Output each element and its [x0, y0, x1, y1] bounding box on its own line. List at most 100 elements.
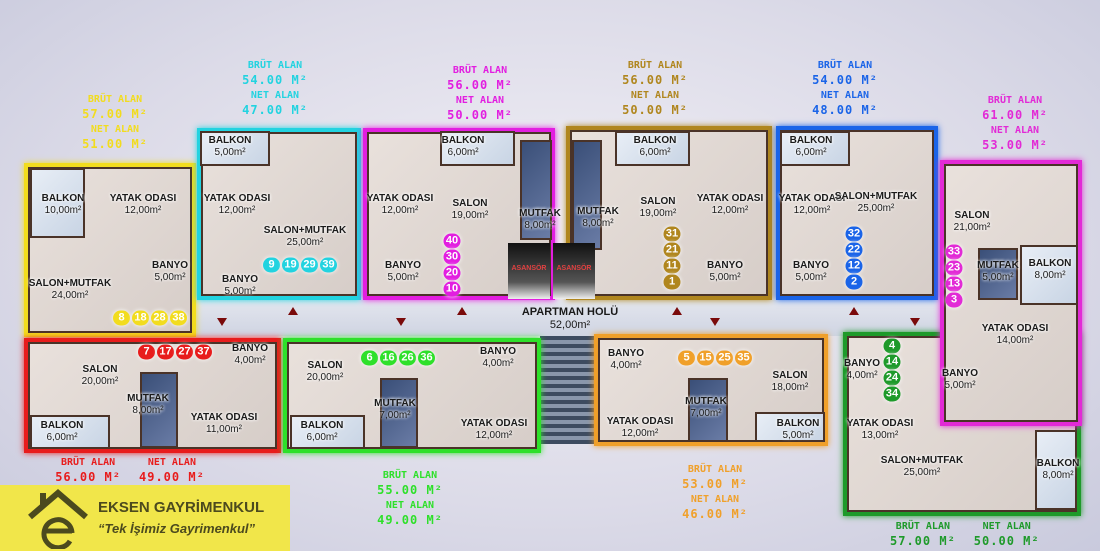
- gross-label: BRÜT ALAN: [87, 94, 143, 105]
- room-area: 20,00m²: [306, 372, 344, 383]
- room-name: YATAK ODASI: [203, 193, 271, 204]
- net-area: 50.00 M²: [973, 534, 1040, 548]
- room-area: 25,00m²: [857, 203, 895, 214]
- unit-number-badge[interactable]: 17: [157, 344, 174, 360]
- unit-number-badge[interactable]: 31: [663, 226, 681, 242]
- unit-number-badge[interactable]: 11: [663, 258, 681, 274]
- room-name: SALON: [772, 370, 808, 381]
- unit-number-badge[interactable]: 4: [883, 338, 901, 354]
- elevator-1: ASANSÖR: [508, 243, 550, 299]
- unit-number-badge[interactable]: 20: [443, 265, 461, 281]
- gross-area: 55.00 M²: [377, 483, 443, 497]
- gross-area: 57.00 M²: [82, 107, 148, 121]
- unit-number-badge[interactable]: 3: [945, 292, 963, 308]
- unit-number-badge[interactable]: 9: [263, 257, 280, 273]
- room-area-balk: [440, 131, 515, 166]
- room-name: SALON+MUTFAK: [880, 455, 964, 466]
- unit-number-badge[interactable]: 8: [113, 310, 130, 326]
- unit-number-badge[interactable]: 39: [320, 257, 337, 273]
- room-name: YATAK ODASI: [109, 193, 177, 204]
- room-area-kit: [520, 140, 552, 240]
- company-slogan: “Tek İşimiz Gayrimenkul”: [98, 521, 256, 536]
- unit-number-badge[interactable]: 28: [151, 310, 168, 326]
- entrance-arrow-icon: [910, 318, 920, 326]
- room-area: 6,00m²: [306, 432, 338, 443]
- unit-number-badge[interactable]: 23: [945, 260, 963, 276]
- room-name: BALKON: [300, 420, 344, 431]
- unit-number-badge[interactable]: 27: [176, 344, 193, 360]
- unit-number-badge[interactable]: 40: [443, 233, 461, 249]
- unit-number-badge[interactable]: 16: [380, 350, 397, 366]
- unit-number-badge[interactable]: 29: [301, 257, 318, 273]
- room-name: YATAK ODASI: [846, 418, 914, 429]
- room-name: SALON: [307, 360, 343, 371]
- unit-number-badge[interactable]: 13: [945, 276, 963, 292]
- room-area-balk: [780, 131, 850, 166]
- room-name: BANYO: [706, 260, 744, 271]
- unit-number-badge[interactable]: 35: [735, 350, 752, 366]
- unit-number-badge[interactable]: 34: [883, 386, 901, 402]
- unit-number-badge[interactable]: 1: [663, 274, 681, 290]
- room-area: 25,00m²: [903, 467, 941, 478]
- net-label: NET ALAN: [385, 500, 435, 511]
- net-label: NET ALAN: [90, 124, 140, 135]
- gross-area: 54.00 M²: [812, 73, 878, 87]
- unit-number-badge[interactable]: 10: [443, 281, 461, 297]
- unit-number-badge[interactable]: 21: [663, 242, 681, 258]
- room-area-kit: [978, 248, 1018, 300]
- unit-number-badge[interactable]: 33: [945, 244, 963, 260]
- room-area: 8,00m²: [1042, 470, 1074, 481]
- unit-number-badge[interactable]: 36: [418, 350, 435, 366]
- unit-number-badge[interactable]: 14: [883, 354, 901, 370]
- room-area-balk: [200, 131, 270, 166]
- gross-area: 61.00 M²: [982, 108, 1048, 122]
- room-name: BALKON: [789, 135, 833, 146]
- unit-number-badge[interactable]: 22: [845, 242, 863, 258]
- room-name: BANYO: [792, 260, 830, 271]
- room-name: MUTFAK: [685, 396, 727, 407]
- unit-number-badge[interactable]: 18: [132, 310, 149, 326]
- room-name: SALON: [954, 210, 990, 221]
- net-label: NET ALAN: [990, 125, 1040, 136]
- unit-number-badge[interactable]: 25: [716, 350, 733, 366]
- unit-number-badge[interactable]: 19: [282, 257, 299, 273]
- room-area-balk: [290, 415, 365, 449]
- unit-number-badge[interactable]: 12: [845, 258, 863, 274]
- unit-number-badge[interactable]: 32: [845, 226, 863, 242]
- room-area: 6,00m²: [639, 147, 671, 158]
- room-name: BANYO: [479, 346, 517, 357]
- unit-number-badge[interactable]: 6: [361, 350, 378, 366]
- unit-number-badge[interactable]: 38: [170, 310, 187, 326]
- unit-number-badge[interactable]: 30: [443, 249, 461, 265]
- room-name: MUTFAK: [374, 398, 416, 409]
- unit-number-badge[interactable]: 5: [678, 350, 695, 366]
- room-name: YATAK ODASI: [190, 412, 258, 423]
- room-name: BANYO: [607, 348, 645, 359]
- room-name: BALKON: [776, 418, 820, 429]
- unit-number-badge[interactable]: 7: [138, 344, 155, 360]
- unit-number-badge[interactable]: 15: [697, 350, 714, 366]
- unit-number-badge[interactable]: 2: [845, 274, 863, 290]
- unit-number-badge[interactable]: 37: [195, 344, 212, 360]
- unit-number-badge[interactable]: 24: [883, 370, 901, 386]
- unit-number-badge[interactable]: 26: [399, 350, 416, 366]
